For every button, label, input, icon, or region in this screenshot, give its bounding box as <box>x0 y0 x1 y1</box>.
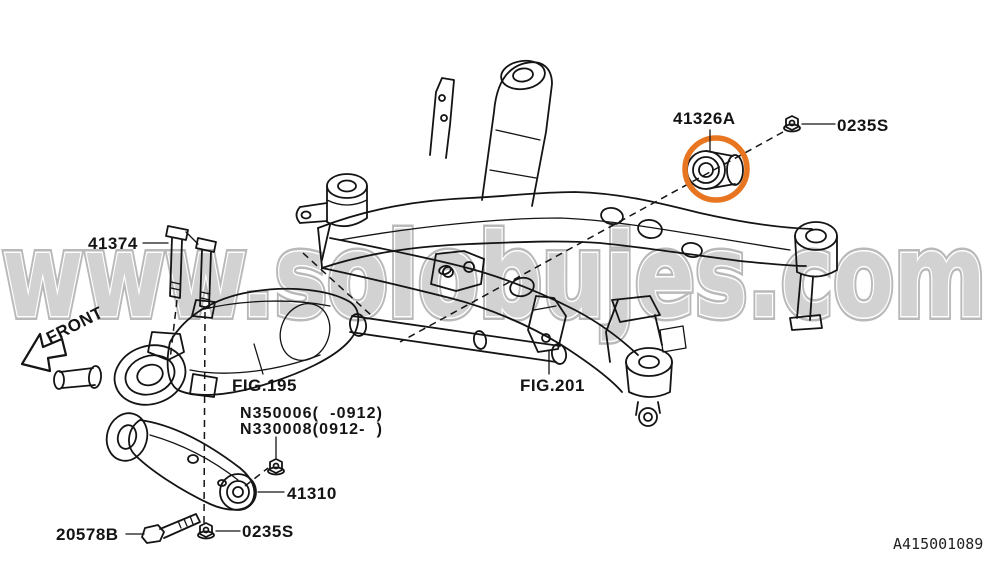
nut-bottom-icon <box>197 522 215 540</box>
bolt-41374-icon <box>165 225 217 309</box>
callout-labels: 41374 41326A 0235S FIG.195 N350006( -091… <box>56 109 983 553</box>
mount-arm-drawing <box>105 412 257 511</box>
highlight-circle <box>682 135 750 203</box>
label-n330008: N330008(0912- ) <box>240 421 383 438</box>
bushing-41310-icon <box>219 473 257 511</box>
label-n350006: N350006( -0912) <box>240 405 383 422</box>
drawing-id: A415001089 <box>893 535 983 553</box>
watermark-text: www.solobujes.com <box>2 210 986 344</box>
label-41310: 41310 <box>287 484 337 503</box>
leader-lines <box>125 123 836 535</box>
label-41374: 41374 <box>88 234 138 253</box>
nut-n350006-icon <box>267 458 285 476</box>
label-fig-201: FIG.201 <box>520 376 585 395</box>
rear-crossmember-drawing <box>295 59 838 427</box>
label-0235s-top: 0235S <box>837 116 889 135</box>
watermark: www.solobujes.com www.solobujes.com <box>0 206 988 348</box>
differential-drawing <box>53 287 568 406</box>
front-arrow-icon <box>20 332 68 373</box>
label-fig-195: FIG.195 <box>232 376 297 395</box>
bolt-20578b-icon <box>141 513 201 544</box>
label-20578b: 20578B <box>56 525 119 544</box>
label-41326a: 41326A <box>673 109 736 128</box>
nut-top-icon <box>783 115 801 133</box>
watermark-text-outline: www.solobujes.com <box>2 210 986 344</box>
label-0235s-bottom: 0235S <box>242 522 294 541</box>
